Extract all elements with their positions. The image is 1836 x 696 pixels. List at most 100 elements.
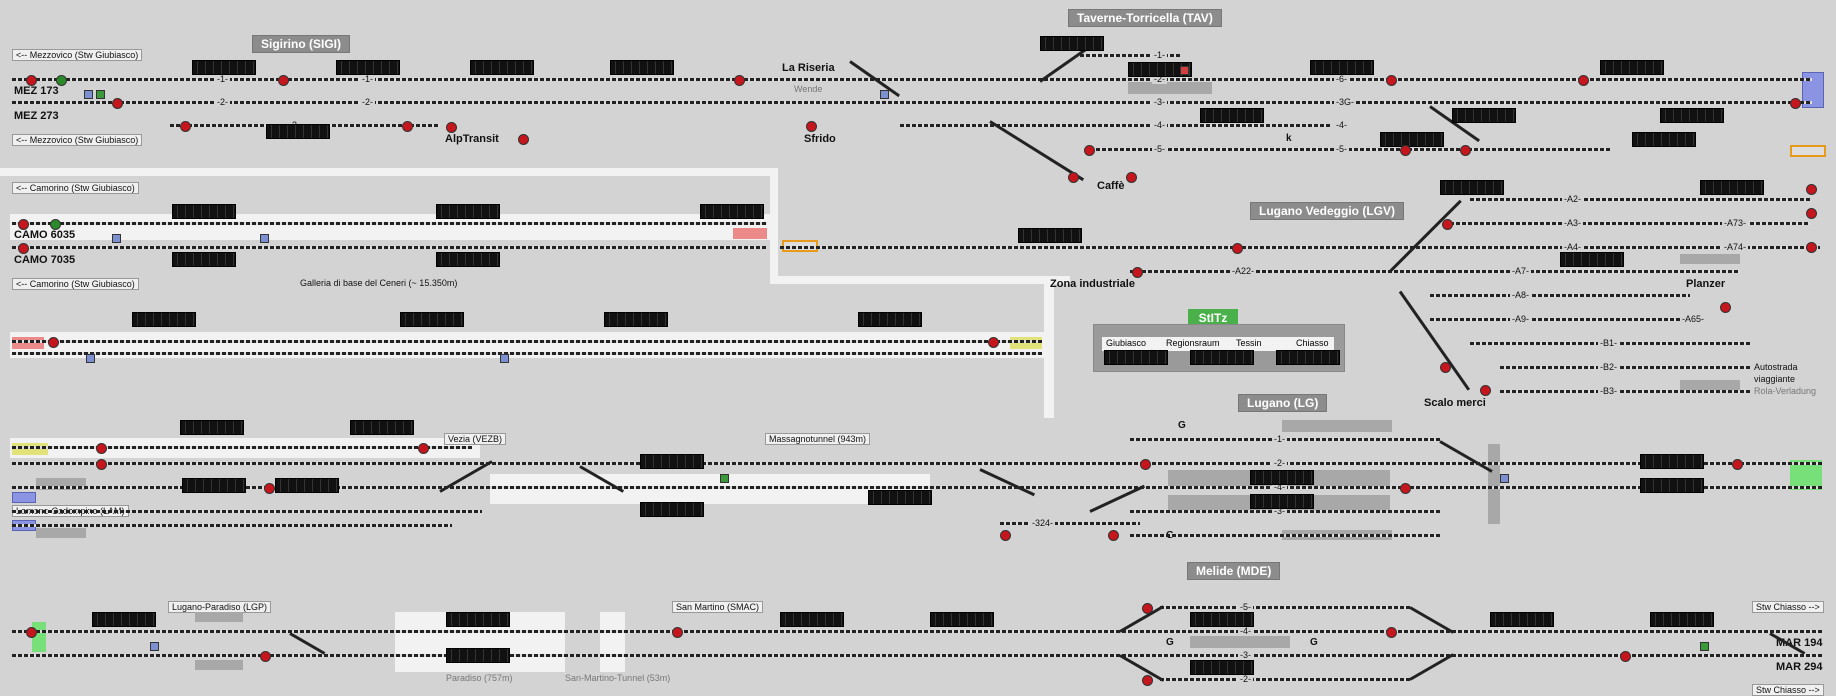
track[interactable]	[12, 246, 767, 249]
train-number-display[interactable]	[604, 312, 668, 327]
train-number-display[interactable]	[1380, 132, 1444, 147]
track[interactable]	[12, 101, 1812, 104]
track[interactable]	[12, 462, 1822, 465]
switch[interactable]	[1398, 290, 1471, 391]
signal[interactable]	[1232, 243, 1243, 254]
train-number-display[interactable]	[930, 612, 994, 627]
train-number-display[interactable]	[780, 612, 844, 627]
train-number-display[interactable]	[350, 420, 414, 435]
train-number-display[interactable]	[1190, 612, 1254, 627]
signal[interactable]	[672, 627, 683, 638]
track[interactable]	[12, 222, 767, 225]
switch[interactable]	[1409, 653, 1455, 681]
signal[interactable]	[1000, 530, 1011, 541]
signal[interactable]	[1140, 459, 1151, 470]
train-number-display[interactable]	[1640, 478, 1704, 493]
signal[interactable]	[18, 219, 29, 230]
station-tav-header[interactable]: Taverne-Torricella (TAV)	[1068, 9, 1222, 27]
train-number-display[interactable]	[172, 252, 236, 267]
track[interactable]	[1440, 270, 1740, 273]
track[interactable]	[12, 630, 1822, 633]
signal[interactable]	[418, 443, 429, 454]
track[interactable]	[1430, 294, 1690, 297]
signal[interactable]	[1732, 459, 1743, 470]
train-number-display[interactable]	[640, 502, 704, 517]
train-number-display[interactable]	[1660, 108, 1724, 123]
signal[interactable]	[1386, 627, 1397, 638]
train-number-display[interactable]	[1440, 180, 1504, 195]
signal[interactable]	[1790, 98, 1801, 109]
signal[interactable]	[1480, 385, 1491, 396]
signal[interactable]	[1578, 75, 1589, 86]
signal[interactable]	[1620, 651, 1631, 662]
track[interactable]	[12, 524, 452, 527]
track[interactable]	[780, 246, 1820, 249]
signal[interactable]	[18, 243, 29, 254]
switch[interactable]	[979, 468, 1036, 497]
train-number-display[interactable]	[1128, 62, 1192, 77]
signal[interactable]	[518, 134, 529, 145]
signal[interactable]	[1806, 184, 1817, 195]
signal[interactable]	[278, 75, 289, 86]
signal[interactable]	[806, 121, 817, 132]
train-number-display[interactable]	[266, 124, 330, 139]
train-number-display[interactable]	[275, 478, 339, 493]
signal[interactable]	[26, 75, 37, 86]
train-number-display[interactable]	[336, 60, 400, 75]
track[interactable]	[1450, 222, 1810, 225]
signal[interactable]	[50, 219, 61, 230]
train-number-display[interactable]	[192, 60, 256, 75]
signal[interactable]	[180, 121, 191, 132]
track[interactable]	[1160, 606, 1410, 609]
track[interactable]	[1160, 678, 1410, 681]
chiasso-link-top[interactable]: Stw Chiasso -->	[1752, 601, 1824, 613]
signal[interactable]	[1386, 75, 1397, 86]
signal[interactable]	[96, 443, 107, 454]
signal[interactable]	[1806, 208, 1817, 219]
train-number-display[interactable]	[400, 312, 464, 327]
train-number-display[interactable]	[1700, 180, 1764, 195]
train-number-display[interactable]	[1310, 60, 1374, 75]
track[interactable]	[12, 340, 1042, 343]
train-number-display[interactable]	[446, 648, 510, 663]
camorino-link-bottom[interactable]: <-- Camorino (Stw Giubiasco)	[12, 278, 139, 290]
track[interactable]	[1500, 390, 1750, 393]
train-number-display[interactable]	[446, 612, 510, 627]
signal[interactable]	[988, 337, 999, 348]
train-number-display[interactable]	[436, 204, 500, 219]
train-number-display[interactable]	[868, 490, 932, 505]
station-mde-header[interactable]: Melide (MDE)	[1187, 562, 1281, 580]
signal[interactable]	[260, 651, 271, 662]
track[interactable]	[12, 486, 1822, 489]
track[interactable]	[12, 78, 1812, 81]
track[interactable]	[12, 446, 472, 449]
signal[interactable]	[1142, 675, 1153, 686]
track[interactable]	[1130, 270, 1450, 273]
station-sigi-header[interactable]: Sigirino (SIGI)	[252, 35, 350, 53]
signal[interactable]	[1068, 172, 1079, 183]
stitz-header[interactable]: StITz	[1188, 309, 1238, 327]
signal[interactable]	[1108, 530, 1119, 541]
switch[interactable]	[1439, 440, 1493, 473]
track[interactable]	[12, 654, 1822, 657]
train-number-display[interactable]	[1490, 612, 1554, 627]
train-number-display[interactable]	[92, 612, 156, 627]
track[interactable]	[1430, 318, 1690, 321]
station-lgv-header[interactable]: Lugano Vedeggio (LGV)	[1250, 202, 1404, 220]
track[interactable]	[12, 352, 1042, 355]
signal[interactable]	[1400, 483, 1411, 494]
stitz-display[interactable]	[1190, 350, 1254, 365]
track[interactable]	[12, 510, 482, 513]
train-number-display[interactable]	[172, 204, 236, 219]
signal[interactable]	[1460, 145, 1471, 156]
signal[interactable]	[734, 75, 745, 86]
stitz-display[interactable]	[1104, 350, 1168, 365]
signal[interactable]	[26, 627, 37, 638]
train-number-display[interactable]	[182, 478, 246, 493]
signal[interactable]	[402, 121, 413, 132]
train-number-display[interactable]	[610, 60, 674, 75]
train-number-display[interactable]	[1640, 454, 1704, 469]
train-number-display[interactable]	[858, 312, 922, 327]
track[interactable]	[1000, 522, 1140, 525]
train-number-display[interactable]	[1600, 60, 1664, 75]
